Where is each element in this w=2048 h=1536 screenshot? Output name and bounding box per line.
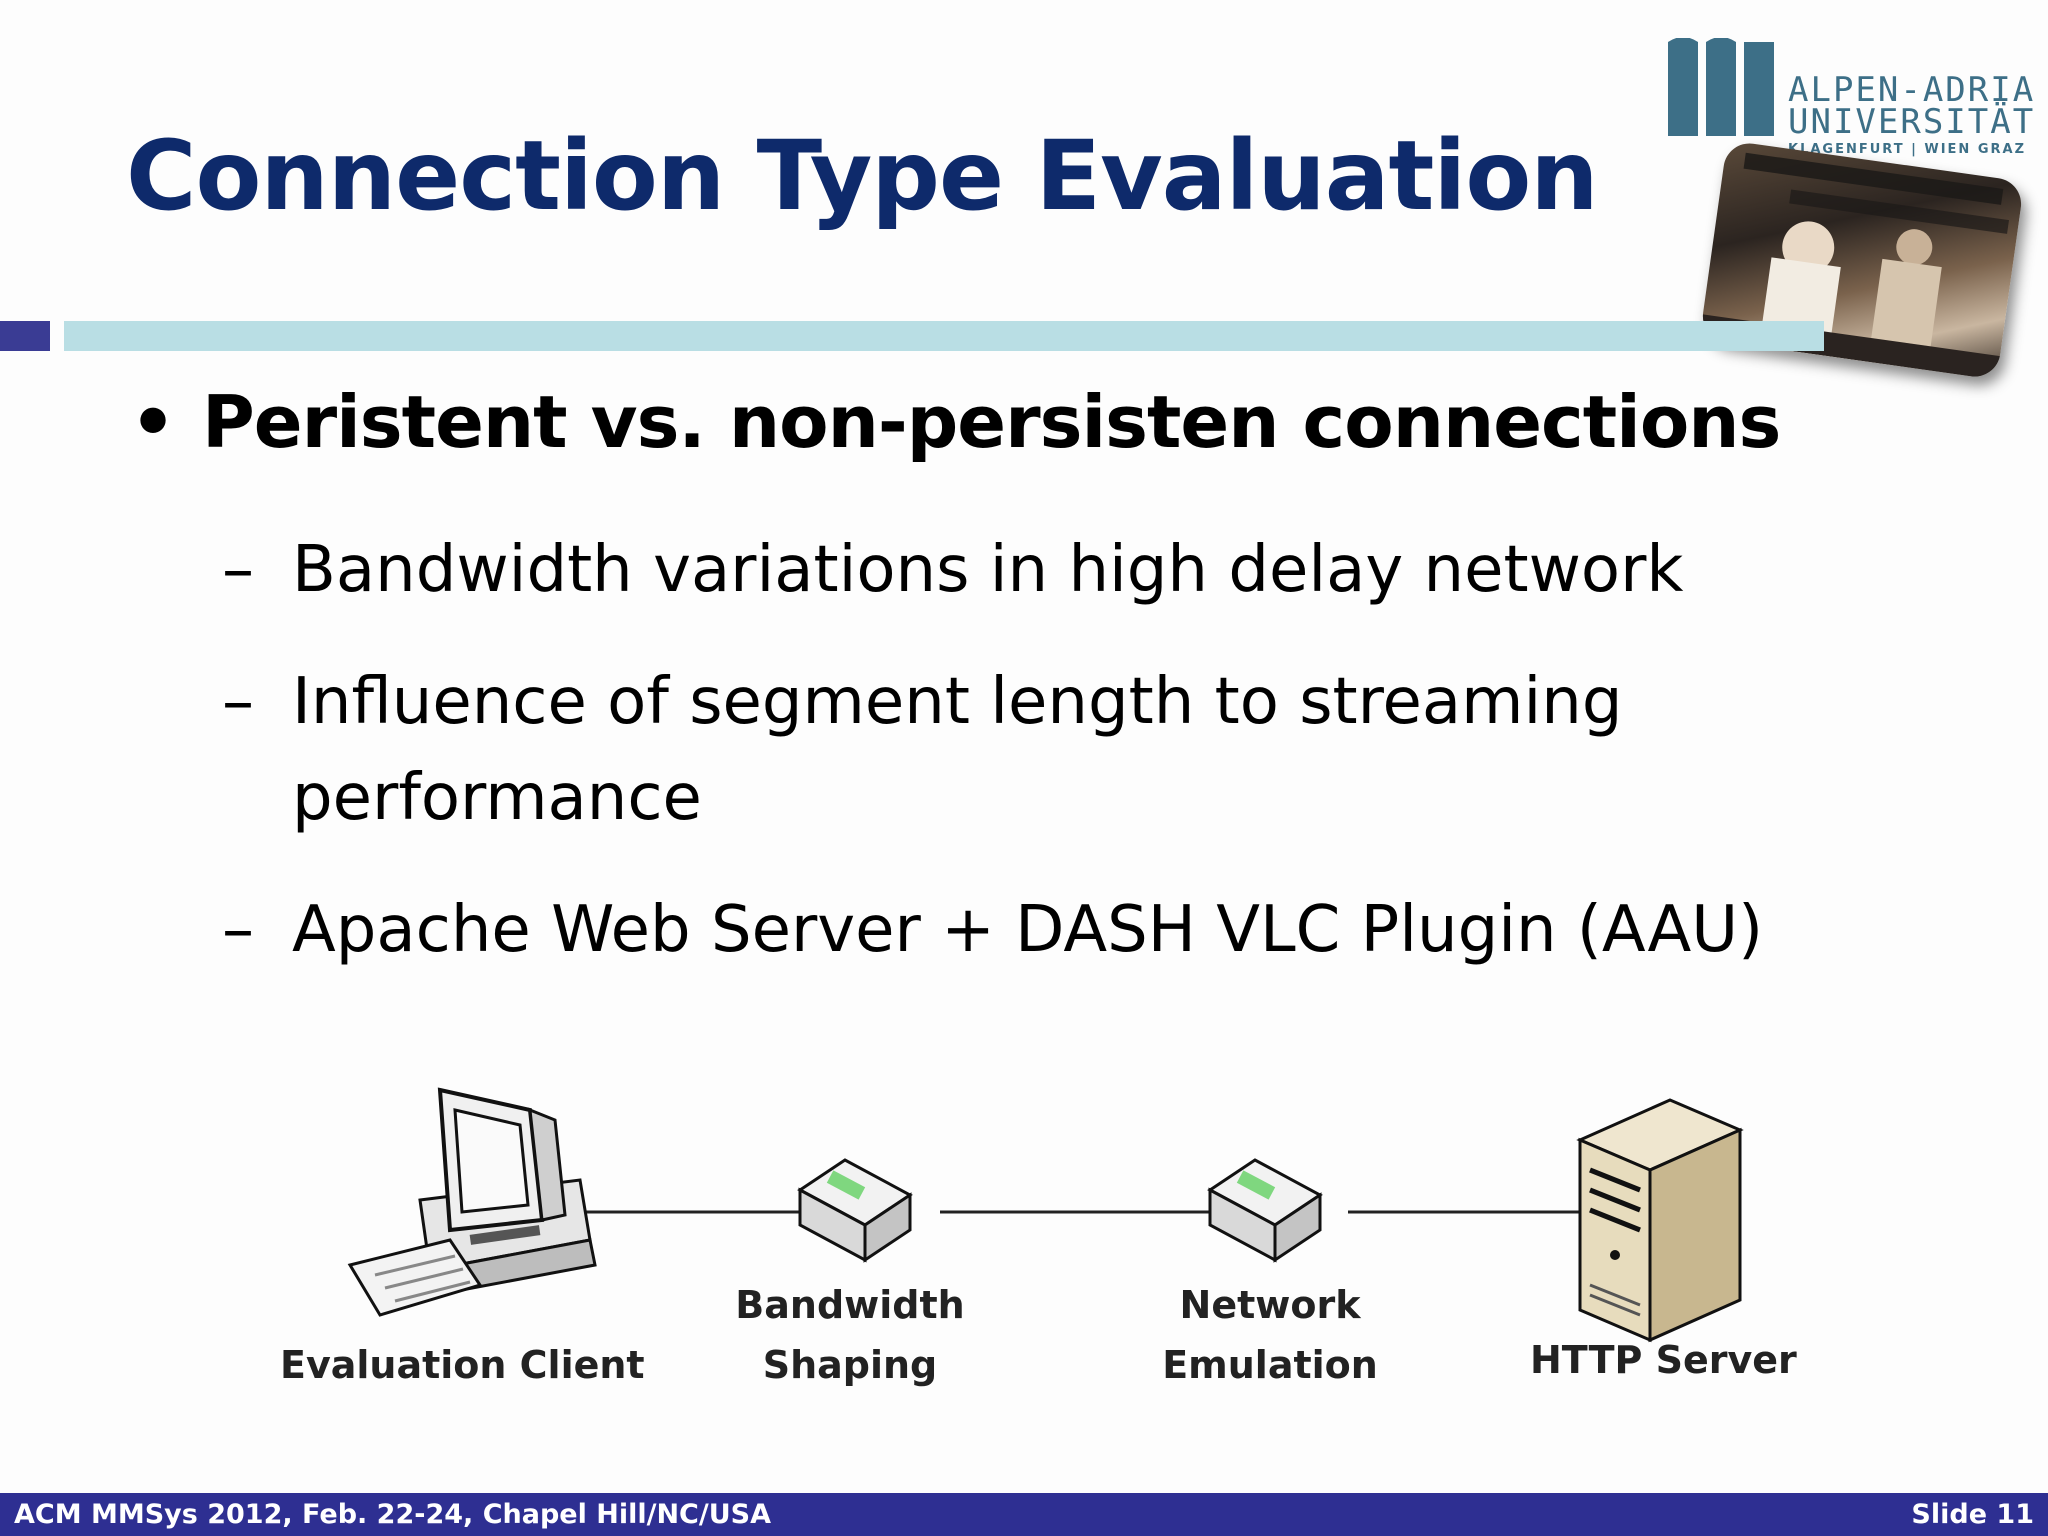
footer-slide-number: Slide 11 — [1911, 1499, 2034, 1530]
university-logo: ALPEN-ADRIA UNIVERSITÄT KLAGENFURT | WIE… — [1668, 38, 2038, 158]
dash-symbol: – — [222, 665, 254, 739]
footer-conference-text: ACM MMSys 2012, Feb. 22-24, Chapel Hill/… — [14, 1499, 772, 1530]
node-label-network-emulation: Network Emulation — [1150, 1275, 1390, 1395]
slide-title: Connection Type Evaluation — [126, 120, 1599, 232]
sub-bullet-2-continuation: performance — [292, 761, 702, 835]
node-label-line: Emulation — [1162, 1343, 1378, 1387]
bullet-symbol: • — [130, 380, 176, 464]
bullet-main: • Peristent vs. non-persisten connections — [130, 380, 1781, 464]
router-icon — [797, 1158, 913, 1263]
logo-text-line2: UNIVERSITÄT — [1788, 102, 2036, 142]
sub-bullet-3: –Apache Web Server + DASH VLC Plugin (AA… — [222, 882, 1763, 978]
logo-text-line3: KLAGENFURT | WIEN GRAZ — [1788, 142, 2027, 157]
network-diagram: Evaluation Client Bandwidth Shaping Netw… — [280, 1080, 1820, 1400]
logo-text-line1: ALPEN-ADRIA — [1788, 70, 2036, 110]
sub-bullet-1: –Bandwidth variations in high delay netw… — [222, 522, 1683, 618]
node-label-line: Shaping — [762, 1343, 938, 1387]
node-label-line: Network — [1179, 1283, 1361, 1327]
title-rule — [64, 321, 1824, 351]
title-rule-accent — [0, 321, 50, 351]
bullet-main-text: Peristent vs. non-persisten connections — [202, 380, 1781, 464]
node-label-http-server: HTTP Server — [1530, 1338, 1797, 1382]
sub-bullet-3-text: Apache Web Server + DASH VLC Plugin (AAU… — [292, 893, 1764, 967]
desktop-computer-icon — [347, 1087, 597, 1317]
node-label-line: Bandwidth — [735, 1283, 965, 1327]
dash-symbol: – — [222, 533, 254, 607]
dash-symbol: – — [222, 893, 254, 967]
university-logo-mark-icon — [1668, 38, 1774, 136]
router-icon — [1207, 1158, 1323, 1263]
sub-bullet-1-text: Bandwidth variations in high delay netwo… — [292, 533, 1684, 607]
network-diagram-graphic — [347, 1087, 1744, 1343]
node-label-bandwidth-shaping: Bandwidth Shaping — [730, 1275, 970, 1395]
sub-bullet-2-text: Influence of segment length to streaming — [292, 665, 1623, 739]
server-icon — [1576, 1098, 1744, 1343]
node-label-evaluation-client: Evaluation Client — [280, 1343, 645, 1387]
footer-bar: ACM MMSys 2012, Feb. 22-24, Chapel Hill/… — [0, 1493, 2048, 1536]
sub-bullet-2: –Influence of segment length to streamin… — [222, 654, 1622, 846]
